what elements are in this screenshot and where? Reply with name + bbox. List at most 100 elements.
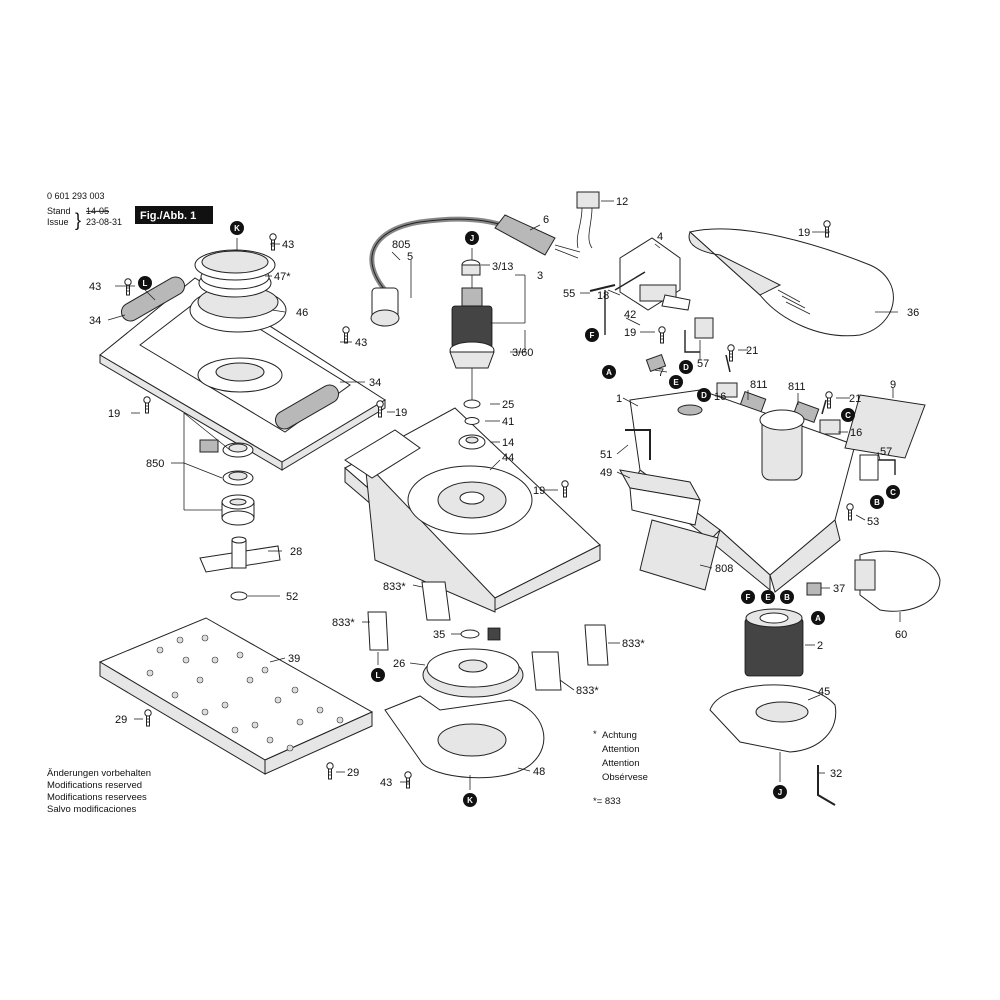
motor-housing-cylinder-top: [759, 409, 805, 431]
spring-21a: [725, 354, 731, 373]
callout-808: 808: [715, 563, 733, 575]
callout-49: 49: [600, 467, 612, 479]
ref-marker-k-bottom: K: [467, 796, 473, 805]
ref-marker-k-top: K: [234, 224, 240, 233]
caution-equals-note: *= 833: [593, 796, 621, 807]
callout-41: 41: [502, 416, 514, 428]
caution-symbol: *: [593, 729, 597, 740]
callout-3: 3: [537, 270, 543, 282]
pad-side-right: [264, 711, 373, 775]
housing-lower-skirt: [364, 460, 496, 613]
dust-box-adapter: [854, 559, 876, 591]
callout-52: 52: [286, 591, 298, 603]
screw-21b: [825, 391, 833, 409]
footer-note-de: Änderungen vorbehalten: [47, 768, 151, 779]
screw-43-top: [269, 233, 277, 251]
ref-marker-c-3: C: [890, 488, 896, 497]
callout-833-a: 833*: [383, 581, 406, 593]
callout-57-right: 57: [880, 446, 892, 458]
bearing-14-bore: [465, 436, 479, 444]
header: 0 601 293 003 Stand Issue } 14-05 23-08-…: [47, 191, 213, 230]
filter-49-body: [629, 487, 701, 526]
callout-1: 1: [616, 393, 622, 405]
small-parts-top-right: [589, 271, 714, 353]
callout-850: 850: [146, 458, 164, 470]
cable-guard-6: [494, 214, 556, 256]
part-57a: [694, 317, 714, 339]
callout-805: 805: [392, 239, 410, 251]
caution-line-1: Achtung: [602, 730, 637, 741]
roller-34-right: [274, 384, 340, 430]
bearing-3-13-body: [461, 264, 481, 276]
screw-19-left: [143, 396, 151, 414]
ref-marker-a-2: A: [815, 614, 821, 623]
armature-3: [449, 259, 495, 450]
clip-35: [487, 627, 501, 641]
ring-35: [460, 629, 480, 639]
caution-line-4: Obsérvese: [602, 772, 648, 783]
switch-4-trigger: [661, 294, 691, 311]
caution-note: * Achtung Attention Attention Obsérvese …: [593, 729, 648, 807]
base-26: [422, 648, 524, 698]
ref-marker-c-1: C: [845, 411, 851, 420]
ring-k-inner: [201, 250, 269, 274]
dust-box-60: [854, 550, 941, 612]
callout-37: 37: [833, 583, 845, 595]
callout-9: 9: [890, 379, 896, 391]
part-number: 0 601 293 003: [47, 191, 105, 201]
ref-marker-a: A: [606, 368, 612, 377]
sanding-pad-39: [98, 617, 374, 775]
label-808: [639, 519, 719, 591]
callout-2: 2: [817, 640, 823, 652]
callout-29-left: 29: [115, 714, 127, 726]
screw-29-right: [326, 762, 334, 780]
ref-marker-j-top: J: [470, 234, 474, 243]
plug-face: [370, 309, 400, 327]
callout-12: 12: [616, 196, 628, 208]
brace-glyph: }: [75, 210, 81, 230]
stand-label: Stand: [47, 206, 71, 216]
callout-34-right: 34: [369, 377, 381, 389]
ref-marker-b-2: B: [784, 593, 790, 602]
screw-19-cover: [823, 220, 831, 238]
screw-29-left: [144, 709, 152, 727]
dust-shroud-48: [384, 695, 545, 779]
bearing-ring-top-inner: [228, 443, 248, 453]
callout-25: 25: [502, 399, 514, 411]
dust-box-body: [859, 550, 941, 612]
screw-19-switch: [658, 326, 666, 344]
callout-35: 35: [433, 629, 445, 641]
washer-41: [464, 417, 480, 425]
parts-51-49: [619, 429, 701, 526]
callout-44: 44: [502, 452, 514, 464]
eccentric-28-shaft: [231, 539, 247, 569]
ref-marker-l-bottom: L: [376, 671, 381, 680]
caution-line-2: Attention: [602, 744, 640, 755]
callout-labels: 12 6 4 19 805 5 3/13 3 43 47* 46 43 34 4…: [89, 196, 919, 789]
ref-marker-e: E: [673, 378, 679, 387]
callout-55: 55: [563, 288, 575, 300]
roller-34-left: [120, 276, 186, 322]
commutator: [461, 287, 483, 307]
footer-note-fr: Modifications reservees: [47, 792, 147, 803]
bracket-57b: [859, 454, 879, 481]
callout-43-right: 43: [355, 337, 367, 349]
callout-19-left: 19: [108, 408, 120, 420]
felt-pads-833: [367, 581, 609, 691]
ref-marker-d-1: D: [683, 363, 689, 372]
screw-43-bottom: [404, 771, 412, 789]
callout-16-b: 16: [850, 427, 862, 439]
callout-811-b: 811: [788, 381, 806, 393]
wire-18: [614, 271, 646, 291]
callout-833-b: 833*: [332, 617, 355, 629]
callout-833-c: 833*: [622, 638, 645, 650]
eccentric-28-top: [231, 536, 247, 544]
callout-5: 5: [407, 251, 413, 263]
base-plate-assembly: [99, 249, 386, 471]
callout-833-d: 833*: [576, 685, 599, 697]
callout-19-center: 19: [395, 407, 407, 419]
bearing-bottom-face: [221, 510, 255, 526]
screw-43-right: [342, 326, 350, 344]
bearing-ring-mid-inner: [228, 471, 248, 481]
